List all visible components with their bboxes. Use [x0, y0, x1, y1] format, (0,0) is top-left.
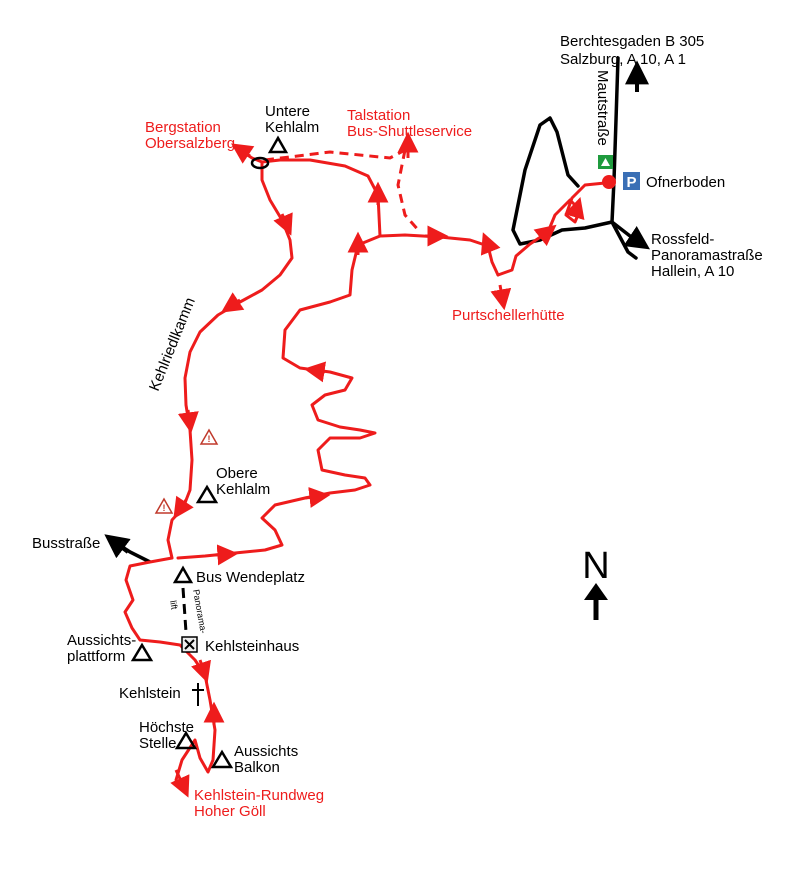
label-purtschellerhuette: Purtschellerhütte	[452, 307, 565, 324]
map-labels: Berchtesgaden B 305 Salzburg, A 10, A 1 …	[32, 33, 763, 820]
svg-text:!: !	[208, 434, 211, 444]
arrow-ofner-4	[480, 232, 501, 256]
label-bergstation: Bergstation	[145, 119, 221, 136]
label-rossfeld: Rossfeld-	[651, 231, 714, 248]
label-stelle: Stelle	[139, 735, 177, 752]
label-kehlstein: Kehlstein	[119, 685, 181, 702]
label-berchtesgaden: Berchtesgaden B 305	[560, 33, 704, 50]
bus-stop-symbol	[598, 155, 613, 169]
warning-signs: ! !	[154, 428, 219, 514]
ofnerboden-loop-road	[511, 116, 614, 246]
route-purtscheller-junction	[378, 233, 500, 277]
warning-icon	[154, 497, 174, 514]
arrow-kamm-2	[221, 292, 245, 313]
hoechste-stelle-icon	[174, 730, 198, 750]
untere-kehlalm-icon	[267, 135, 289, 154]
label-untere: Untere	[265, 103, 310, 120]
label-bus-wendeplatz: Bus Wendeplatz	[196, 569, 305, 586]
label-north: N	[582, 545, 609, 587]
label-balkon: Balkon	[234, 759, 280, 776]
shuttle-dashed-lower	[396, 149, 422, 233]
shuttle-dashed-upper	[264, 148, 406, 162]
label-aussichts: Aussichts-	[67, 632, 136, 649]
route-arrows	[170, 131, 585, 798]
shuttle-route	[264, 148, 422, 233]
label-aussichts-balkon: Aussichts	[234, 743, 298, 760]
warning-icon	[199, 428, 219, 445]
label-bus-shuttleservice: Bus-Shuttleservice	[347, 123, 472, 140]
label-panorama: Panorama-	[191, 589, 209, 635]
route-serpentines	[176, 234, 382, 560]
bergstation-loop	[250, 156, 270, 170]
arrow-serp-1	[303, 361, 327, 383]
arrow-bottom-road	[214, 544, 239, 566]
label-busstrasse: Busstraße	[32, 535, 100, 552]
label-salzburg: Salzburg, A 10, A 1	[560, 51, 686, 68]
label-obere: Obere	[216, 465, 258, 482]
label-obere-kehlalm: Kehlalm	[216, 481, 270, 498]
obere-kehlalm-icon	[195, 484, 219, 504]
label-kehlriedlkamm: Kehlriedlkamm	[146, 295, 199, 393]
roads	[511, 56, 638, 260]
arrow-rundweg	[170, 769, 190, 798]
mautstrasse-road	[610, 56, 638, 260]
route-kehlriedlkamm	[166, 160, 294, 560]
arrow-bergstation	[231, 143, 255, 164]
arrow-serp-2	[304, 487, 331, 508]
arrow-kamm-4	[173, 495, 194, 519]
rossfeld-direction-arrow	[623, 226, 650, 250]
panoramalift-line	[181, 587, 188, 633]
label-hallein: Hallein, A 10	[651, 263, 734, 280]
label-plattform: plattform	[67, 648, 125, 665]
label-kehlstein-rundweg: Kehlstein-Rundweg	[194, 787, 324, 804]
route-junction-kehlalm	[260, 158, 382, 238]
arrow-purtscheller	[490, 284, 512, 311]
parking-symbol: P	[623, 172, 640, 191]
peak-triangles	[130, 135, 289, 769]
aussichtsplattform-icon	[130, 642, 154, 662]
label-mautstrasse: Mautstraße	[594, 70, 611, 146]
busstrasse-road	[111, 538, 151, 564]
kehlsteinhaus-restaurant-icon	[181, 636, 198, 653]
label-talstation: Talstation	[347, 107, 410, 124]
bus-wendeplatz-icon	[172, 565, 194, 584]
arrow-kamm-3	[177, 409, 199, 434]
label-ofnerboden: Ofnerboden	[646, 174, 725, 191]
arrow-kamm-1	[273, 212, 293, 236]
label-untere-kehlalm: Kehlalm	[265, 119, 319, 136]
label-obersalzberg: Obersalzberg	[145, 135, 235, 152]
arrow-ofner-1	[564, 196, 585, 221]
north-arrow	[584, 583, 608, 620]
parking-letter: P	[626, 174, 636, 191]
parking-icon	[623, 172, 640, 190]
arrow-ofner-2	[533, 224, 557, 247]
ofnerboden-point-icon	[602, 175, 616, 189]
label-panoramastrasse: Panoramastraße	[651, 247, 763, 264]
label-hoher-goell: Hoher Göll	[194, 803, 266, 820]
label-kehlsteinhaus: Kehlsteinhaus	[205, 638, 299, 655]
svg-text:!: !	[163, 503, 166, 513]
summit-cross-icon	[192, 683, 204, 706]
label-lift: lift	[168, 600, 179, 611]
arrow-kehlstein-down	[191, 659, 211, 683]
aussichts-balkon-icon	[210, 749, 234, 769]
label-hoechste: Höchste	[139, 719, 194, 736]
